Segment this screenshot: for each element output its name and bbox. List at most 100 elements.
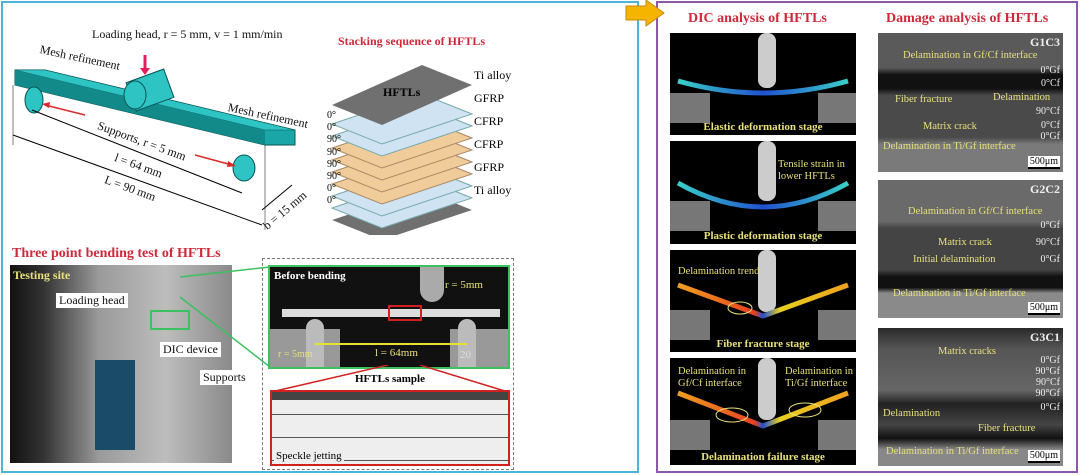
ply-angle: 0°	[327, 122, 336, 134]
material-label: GFRP	[474, 160, 505, 174]
stage-caption: Delamination failure stage	[701, 451, 825, 463]
span-line	[315, 343, 467, 345]
ply-angle: 0°	[327, 110, 336, 121]
ply-angle: 0°	[327, 195, 336, 207]
damage-label: Matrix cracks	[938, 346, 997, 357]
arrow-right-icon	[625, 0, 665, 27]
sample-title: HFTLs sample	[355, 373, 425, 385]
detail-box	[262, 258, 514, 470]
layer-label: 0°Gf	[1040, 254, 1060, 265]
material-labels: Ti alloy GFRP CFRP CFRP GFRP Ti alloy	[474, 64, 511, 202]
dic-stage-plastic: Tensile strain in lower HFTLs Plastic de…	[670, 141, 856, 244]
before-bending-photo: Before bending r = 5mm r = 5mm l = 64mm …	[268, 265, 510, 369]
layer-label: 0°Cf	[1041, 78, 1060, 89]
damage-label: Delamination in Gf/Cf interface	[908, 206, 1043, 217]
layer-label: 90°Gf	[1035, 366, 1060, 377]
supports-callout: Supports	[200, 370, 249, 385]
setup-panel	[1, 1, 639, 473]
damage-label: Delamination in Gf/Cf interface	[903, 50, 1038, 61]
specimen-id: G2C2	[1030, 182, 1060, 196]
stack-top-label: HFTLs	[383, 85, 421, 99]
dic-device-image	[95, 360, 135, 450]
ply-angle: 90°	[327, 134, 341, 146]
speckle-sample-image: Speckle jetting	[270, 390, 510, 466]
layer-label: 0°Cf	[1041, 120, 1060, 131]
stage-caption: Plastic deformation stage	[703, 230, 823, 242]
dic-strain-field	[670, 358, 856, 450]
ply-angles: 0° 0° 90° 90° 90° 90° 0° 0°	[327, 110, 341, 208]
fe-beam-model	[12, 55, 296, 230]
sample-top-layer	[272, 392, 508, 400]
zoom-connector-lines	[180, 266, 271, 368]
damage-label: Fiber fracture	[895, 94, 953, 105]
dic-title: DIC analysis of HFTLs	[688, 11, 827, 26]
material-label: CFRP	[474, 137, 504, 151]
material-label: Ti alloy	[474, 183, 512, 197]
scale-bar: 500μm	[1027, 450, 1060, 463]
loading-head-label: Loading head, r = 5 mm, v = 1 mm/min	[92, 27, 283, 41]
damage-label: Delamination in Ti/Gf interface	[893, 288, 1026, 299]
left-support-image	[270, 329, 340, 367]
tensile-strain-note: Tensile strain in lower HFTLs	[778, 159, 845, 182]
damage-label: Delamination in Ti/Gf interface	[883, 141, 1016, 152]
specimen-id: G1C3	[1030, 35, 1060, 49]
material-label: GFRP	[474, 91, 505, 105]
damage-label: Delamination	[993, 92, 1051, 103]
layer-label: 90°Gf	[1035, 388, 1060, 399]
ply-angle: 0°	[327, 183, 336, 195]
damage-label: Delamination	[883, 408, 941, 419]
testing-site-label: Testing site	[13, 268, 71, 282]
scale-bar: 500μm	[1027, 302, 1060, 315]
support-mark: 20	[460, 349, 471, 361]
dic-stage-delamination: Delamination in Gf/Cf interface Delamina…	[670, 358, 856, 465]
material-label: CFRP	[474, 114, 504, 128]
support-radius: r = 5mm	[278, 349, 313, 360]
sample-zoom-lines	[270, 365, 509, 393]
dic-strain-field	[670, 141, 856, 231]
span-length: l = 64mm	[375, 347, 418, 359]
dic-stage-fiber-fracture: Delamination trend Fiber fracture stage	[670, 250, 856, 352]
layer-label: 90°Cf	[1036, 377, 1060, 388]
damage-label: Delamination in Ti/Gf interface	[886, 446, 1019, 457]
speckle-label: Speckle jetting	[274, 450, 344, 462]
ply-angle: 90°	[327, 158, 341, 170]
stage-caption: Fiber fracture stage	[716, 338, 810, 350]
loading-head-image	[420, 267, 444, 302]
loading-head-callout: Loading head	[56, 293, 128, 308]
layer-label: 0°Gf	[1040, 355, 1060, 366]
damage-label: Initial delamination	[913, 254, 996, 265]
stacking-title: Stacking sequence of HFTLs	[338, 34, 486, 48]
analysis-panel	[656, 1, 1078, 473]
damage-label: Matrix crack	[938, 237, 992, 248]
specimen-id: G3C1	[1030, 330, 1060, 344]
delamination-trend-note: Delamination trend	[678, 266, 760, 277]
layer-label: 90°Cf	[1036, 237, 1060, 248]
dic-strain-field	[670, 250, 856, 340]
damage-title: Damage analysis of HFTLs	[886, 11, 1049, 26]
micrograph-g2c2: G2C2 Delamination in Gf/Cf interface Mat…	[878, 180, 1063, 318]
damage-label: Fiber fracture	[978, 423, 1036, 434]
scale-bar: 500μm	[1027, 156, 1060, 169]
right-support-roller	[458, 319, 476, 367]
dic-stage-elastic: Elastic deformation stage	[670, 33, 856, 135]
dic-strain-field	[670, 33, 856, 123]
ply-angle: 90°	[327, 146, 341, 158]
layer-label: 0°Gf	[1040, 402, 1060, 413]
layer-label: 0°Gf	[1040, 220, 1060, 231]
sample-beam-image	[282, 309, 500, 317]
damage-label: Matrix crack	[923, 121, 977, 132]
stacking-diagram	[330, 65, 474, 235]
layer-label: 0°Gf	[1040, 65, 1060, 76]
stage-caption: Elastic deformation stage	[703, 121, 823, 133]
ti-gf-delamination-note: Delamination in Ti/Gf interface	[785, 366, 853, 389]
dic-device-callout: DIC device	[160, 342, 221, 357]
bending-test-title: Three point bending test of HFTLs	[12, 246, 221, 261]
ply-angle: 90°	[327, 171, 341, 183]
loading-head-radius: r = 5mm	[445, 279, 483, 291]
gf-cf-delamination-note: Delamination in Gf/Cf interface	[678, 366, 746, 389]
micrograph-g1c3: G1C3 Delamination in Gf/Cf interface Fib…	[878, 33, 1063, 172]
before-bending-label: Before bending	[274, 270, 346, 282]
layer-label: 90°Cf	[1036, 106, 1060, 117]
zoom-region-box	[150, 310, 190, 330]
layer-label: 0°Gf	[1040, 131, 1060, 142]
